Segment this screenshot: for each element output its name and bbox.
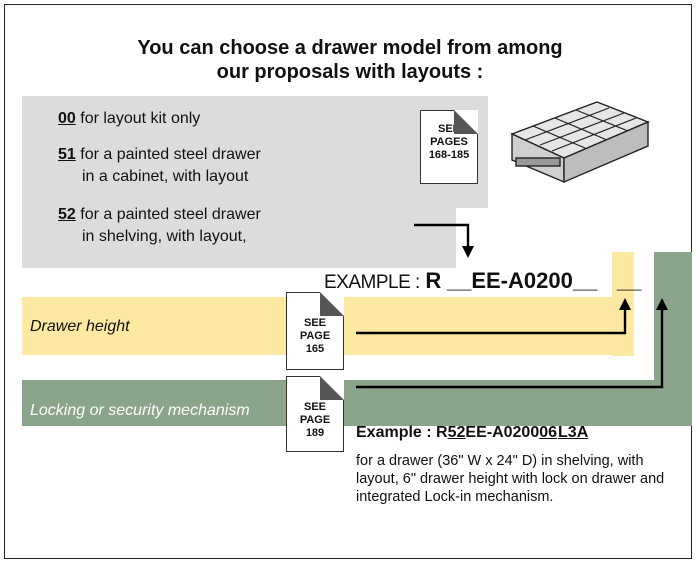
see-page-label: PAGE — [299, 414, 331, 426]
example-description: for a drawer (36" W x 24" D) in shelving… — [356, 453, 665, 505]
page-fold-icon — [320, 376, 344, 400]
example-code-mid: EE-A0200 — [471, 268, 573, 293]
option-text-line2: in a cabinet, with layout — [82, 168, 249, 185]
option-00: 00 for layout kit only — [58, 108, 200, 130]
option-52: 52 for a painted steel drawer in shelvin… — [58, 204, 261, 248]
option-text-line2: in shelving, with layout, — [82, 228, 247, 245]
example-full-code: Example : R52EE-A020006L3A — [356, 424, 588, 442]
example-code-line: EXAMPLE : R __EE-A0200__ __ — [324, 268, 641, 294]
options-panel — [22, 96, 488, 268]
option-code: 51 — [58, 146, 76, 163]
see-page-number: 165 — [305, 343, 325, 355]
example-code-r: R — [425, 268, 442, 293]
option-text: for a painted steel drawer — [75, 146, 261, 163]
title-line-2: our proposals with layouts : — [216, 61, 484, 83]
example2-mid: EE-A0200 — [465, 424, 540, 441]
example2-prefix: Example : R — [356, 424, 448, 441]
page-title: You can choose a drawer model from among… — [0, 36, 700, 84]
see-page-number: 189 — [305, 427, 325, 439]
see-page-165[interactable]: SEE PAGE 165 — [286, 292, 344, 370]
page-fold-icon — [454, 110, 478, 134]
see-pages-number: 168-185 — [428, 149, 470, 161]
example2-model: 52 — [447, 424, 466, 441]
option-51: 51 for a painted steel drawer in a cabin… — [58, 144, 261, 188]
example2-lock: L3A — [558, 424, 589, 441]
option-code: 52 — [58, 206, 76, 223]
drawer-height-label: Drawer height — [30, 318, 130, 335]
example-code-blank-3: __ — [616, 268, 642, 293]
see-page-label: PAGE — [299, 330, 331, 342]
example-code-blank-2: __ — [572, 268, 598, 293]
option-text: for layout kit only — [75, 110, 201, 127]
locking-label: Locking or security mechanism — [30, 402, 250, 419]
example-label: EXAMPLE : — [324, 272, 420, 293]
page-fold-icon — [320, 292, 344, 316]
see-label: SEE — [303, 317, 326, 329]
example-code-blank-1: __ — [446, 268, 472, 293]
option-text: for a painted steel drawer — [75, 206, 261, 223]
example2-height: 06 — [539, 424, 558, 441]
see-label: SEE — [303, 401, 326, 413]
title-line-1: You can choose a drawer model from among — [137, 37, 563, 59]
see-page-189[interactable]: SEE PAGE 189 — [286, 376, 344, 452]
locking-slot — [654, 252, 692, 392]
see-pages-label: PAGES — [430, 136, 468, 148]
option-code: 00 — [58, 110, 76, 127]
options-panel-notch — [456, 208, 488, 268]
see-pages-168-185[interactable]: SEE PAGES 168-185 — [420, 110, 478, 184]
